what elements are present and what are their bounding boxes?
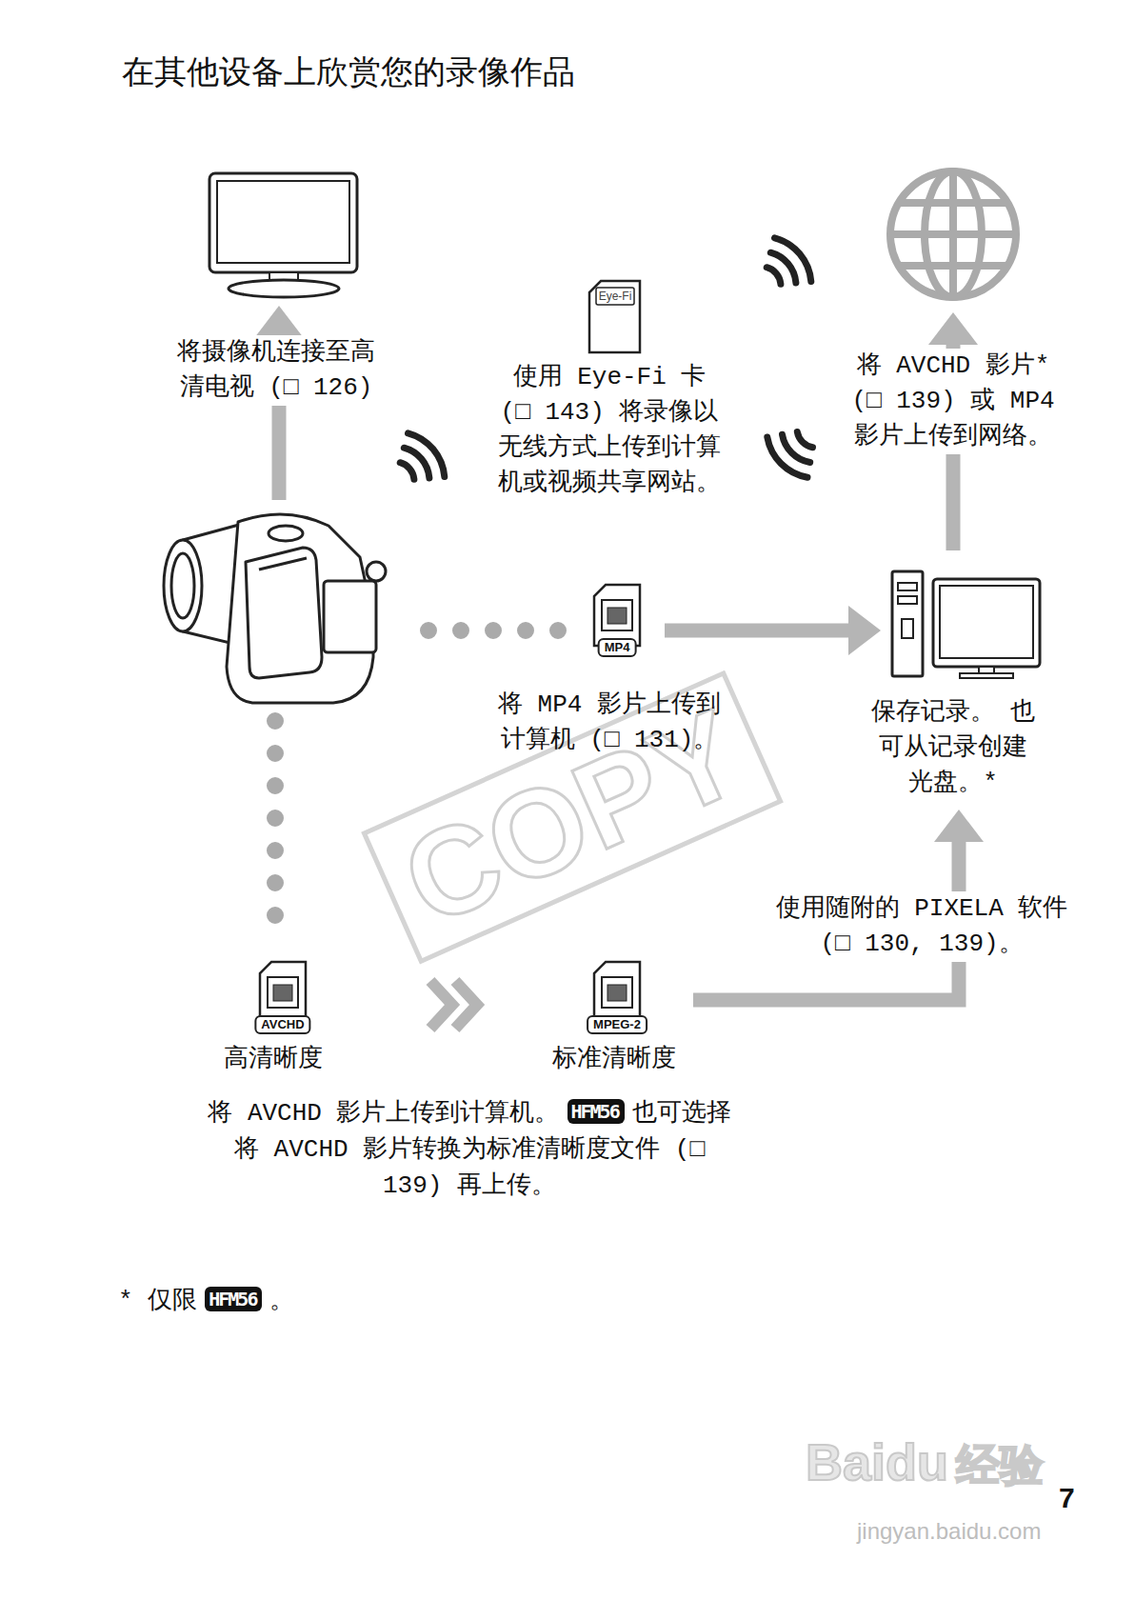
card-label-area <box>596 287 635 305</box>
drive-bay <box>897 582 917 591</box>
tv-frame <box>209 173 358 273</box>
film-frame <box>267 976 299 1008</box>
arrowhead <box>254 305 304 339</box>
film-image <box>607 984 627 1001</box>
eyefi-card-icon <box>589 280 640 353</box>
footnote: * 仅限HFM56 。 <box>118 1282 295 1319</box>
node-caption: 标准清晰度 <box>518 1041 710 1077</box>
computer-icon <box>892 571 1040 678</box>
page-number: 7 <box>1058 1481 1076 1514</box>
wave <box>408 433 445 478</box>
arrowhead <box>934 809 984 842</box>
format-badge: MPEG-2 <box>586 1015 648 1035</box>
chevron <box>430 980 453 1029</box>
globe-parallel <box>898 199 1008 207</box>
globe-icon <box>890 171 1016 298</box>
wave <box>767 437 808 478</box>
node-caption: 使用 Eye-Fi 卡 (□ 143) 将录像以无线方式上传到计算机或视频共享网… <box>495 359 724 501</box>
globe-outline <box>890 171 1016 298</box>
film-frame <box>601 976 633 1008</box>
model-badge: HFM56 <box>567 1098 625 1124</box>
watermark-logo: Baidu <box>805 1433 949 1491</box>
file-card <box>594 584 640 646</box>
wave <box>796 432 813 448</box>
globe-equator <box>890 230 1016 239</box>
edge-label: 将 AVCHD 影片* (□ 139) 或 MP4 影片上传到网络。 <box>839 348 1067 455</box>
monitor-screen <box>939 585 1034 658</box>
model-badge: HFM56 <box>204 1286 262 1312</box>
arrowhead <box>848 605 881 656</box>
mp4-file: MP4将 MP4 影片上传到计算机 (□ 131)。 <box>588 584 646 661</box>
zoom-lever <box>268 525 303 541</box>
watermark-url: jingyan.baidu.com <box>856 1517 1041 1545</box>
mpeg2-file: MPEG-2标准清晰度 <box>583 961 651 1038</box>
monitor <box>933 578 1040 667</box>
edge-label: 使用随附的 PIXELA 软件 (□ 130, 139)。 <box>759 891 1084 962</box>
card-label: Eye-Fi <box>598 289 633 303</box>
wave <box>770 252 797 283</box>
dotted-line <box>266 720 284 934</box>
body-line <box>258 557 307 570</box>
wave <box>399 462 415 480</box>
monitor-neck <box>978 666 995 674</box>
bottom-note: 将 AVCHD 影片上传到计算机。HFM56也可选择将 AVCHD 影片转换为标… <box>202 1095 737 1204</box>
file-card <box>259 961 306 1023</box>
film-frame <box>601 599 633 631</box>
camcorder-icon <box>163 514 386 703</box>
avchd-file: AVCHD高清晰度 <box>249 961 317 1038</box>
tv-icon <box>209 173 358 298</box>
dotted-line <box>428 621 560 639</box>
connector <box>428 630 560 632</box>
edge-label: 将摄像机连接至高清电视 (□ 126) <box>167 335 385 406</box>
film-image <box>607 607 627 624</box>
lens-ring <box>163 539 202 632</box>
baidu-watermark: Baidu经验 <box>805 1433 1044 1494</box>
computer: 保存记录。 也可从记录创建光盘。* <box>892 571 1040 678</box>
connector <box>275 720 277 934</box>
page-title: 在其他设备上欣赏您的录像作品 <box>121 49 576 94</box>
node-caption: 高清晰度 <box>178 1041 369 1077</box>
strap-loop <box>366 561 386 581</box>
lcd-panel <box>245 547 322 678</box>
tv <box>204 171 362 297</box>
film-image <box>273 984 293 1001</box>
format-badge: MP4 <box>597 637 638 658</box>
sd-card <box>589 280 640 353</box>
arrow-shaft <box>664 623 851 638</box>
format-badge: AVCHD <box>254 1015 311 1035</box>
tower-detail <box>901 618 914 638</box>
wave <box>775 238 812 282</box>
convert-chevrons <box>430 980 478 1029</box>
wave <box>403 447 430 478</box>
pc-tower <box>892 571 923 677</box>
tv-base <box>228 279 339 298</box>
note-text: 将 AVCHD 影片上传到计算机。 <box>207 1098 559 1128</box>
node-caption: 保存记录。 也可从记录创建光盘。* <box>867 695 1039 801</box>
wave <box>782 434 811 462</box>
battery <box>323 580 377 653</box>
lens-glass <box>171 553 195 618</box>
camcorder <box>162 515 393 704</box>
drive-bay <box>897 596 917 604</box>
globe-parallel <box>898 261 1008 270</box>
internet-globe <box>886 167 1020 301</box>
tv-screen <box>217 180 350 263</box>
chevron <box>455 980 478 1029</box>
eyefi-card: Eye-Fi使用 Eye-Fi 卡 (□ 143) 将录像以无线方式上传到计算机… <box>589 280 640 353</box>
footnote-text: * 仅限 <box>118 1286 198 1315</box>
footnote-text: 。 <box>269 1286 295 1315</box>
wave <box>766 267 781 285</box>
watermark-logo: 经验 <box>955 1435 1044 1494</box>
arrowhead <box>928 312 978 345</box>
connector <box>664 605 881 656</box>
node-caption: 将 MP4 影片上传到计算机 (□ 131)。 <box>486 687 733 758</box>
monitor-base <box>959 673 1014 678</box>
file-card <box>594 961 640 1023</box>
